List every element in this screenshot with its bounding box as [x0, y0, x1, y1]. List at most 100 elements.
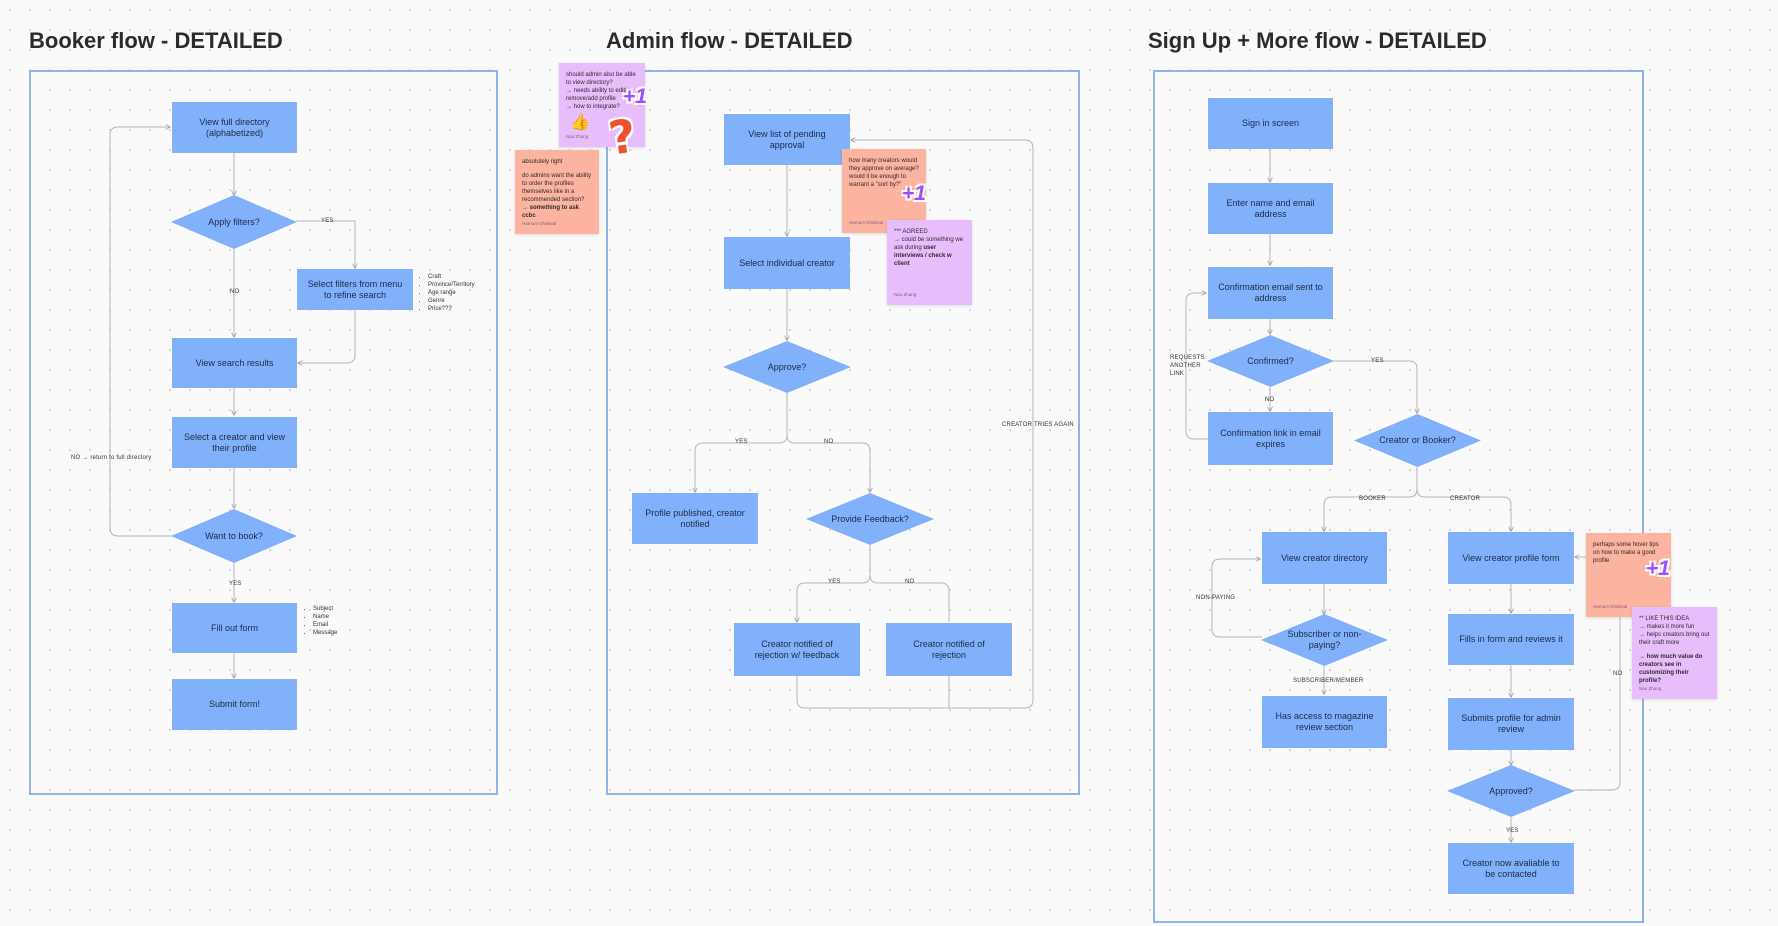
plus-one-sticker: +1	[1646, 557, 1670, 580]
plus-one-sticker: +1	[902, 182, 926, 205]
fills-form-node[interactable]: Fills in form and reviews it	[1448, 614, 1574, 665]
connector	[869, 574, 950, 622]
sticky-line: ** LIKE THIS IDEA	[1639, 616, 1690, 622]
sticky-note-hover-tips[interactable]: perhaps some hover tips on how to make a…	[1586, 533, 1671, 617]
sticky-author: Harnam Dhaliwal	[522, 221, 557, 226]
connector	[797, 545, 871, 622]
admin-flow-frame[interactable]	[606, 70, 1080, 795]
connector	[786, 434, 870, 492]
edge-label-no: NO	[230, 289, 240, 295]
select-creator-node[interactable]: Select a creator and view their profile	[172, 417, 297, 468]
sticky-author: Nao Zhang	[566, 134, 589, 139]
sticky-line: should admin also be able to view direct…	[566, 72, 636, 86]
signup-flow-frame[interactable]	[1153, 70, 1644, 923]
connector	[695, 393, 788, 492]
admin-flow-title: Admin flow - DETAILED	[606, 28, 853, 53]
list-item: Message	[313, 629, 337, 637]
sticky-author: Harnam Dhaliwal	[1593, 604, 1628, 609]
select-individual-creator-node[interactable]: Select individual creator	[724, 237, 850, 289]
confirmed-decision[interactable]: Confirmed?	[1207, 335, 1334, 387]
rejection-with-feedback-node[interactable]: Creator notified of rejection w/ feedbac…	[734, 623, 860, 676]
connector	[796, 140, 1034, 709]
apply-filters-decision[interactable]: Apply filters?	[171, 195, 297, 249]
approve-decision[interactable]: Approve?	[723, 341, 851, 393]
approve-label: Approve?	[767, 361, 807, 372]
booker-flow-title: Booker flow - DETAILED	[29, 28, 283, 53]
plus-one-sticker: +1	[623, 85, 647, 108]
provide-feedback-label: Provide Feedback?	[831, 513, 909, 524]
edge-label-yes: YES	[735, 439, 748, 445]
confirmation-sent-node[interactable]: Confirmation email sent to address	[1208, 267, 1333, 319]
edge-label-yes: YES	[229, 581, 242, 587]
sign-in-screen-node[interactable]: Sign in screen	[1208, 98, 1333, 149]
subscriber-decision[interactable]: Subscriber or non-paying?	[1261, 614, 1388, 666]
view-pending-approval-node[interactable]: View list of pending approval	[724, 114, 850, 165]
booker-flow-frame[interactable]	[29, 70, 498, 795]
edge-label-subscriber: SUBSCRIBER/MEMBER	[1293, 678, 1364, 684]
connector	[1185, 293, 1208, 440]
sticky-note-admin-reply[interactable]: absolutely right do admins want the abil…	[515, 150, 599, 234]
sticky-note-agreed[interactable]: *** AGREED → could be something we ask d…	[887, 220, 972, 305]
want-to-book-label: Want to book?	[205, 530, 263, 541]
submit-form-node[interactable]: Submit form!	[172, 679, 297, 730]
enter-name-email-node[interactable]: Enter name and email address	[1208, 183, 1333, 234]
view-creator-directory-node[interactable]: View creator directory	[1262, 532, 1387, 584]
select-filters-node[interactable]: Select filters from menu to refine searc…	[297, 269, 413, 310]
provide-feedback-decision[interactable]: Provide Feedback?	[806, 493, 934, 545]
confirmed-label: Confirmed?	[1247, 355, 1294, 366]
sticky-author: Nao Zhang	[1639, 686, 1662, 691]
sticky-author: Harnam Dhaliwal	[849, 220, 884, 225]
connector	[1416, 488, 1511, 531]
sticky-line: → makes it more fun	[1639, 624, 1695, 630]
sticky-line: do admins want the ability to order the …	[522, 173, 592, 203]
edge-label-no: NO	[905, 579, 915, 585]
sticky-line: absolutely right	[522, 159, 563, 165]
creator-or-booker-label: Creator or Booker?	[1379, 435, 1456, 445]
approved-label: Approved?	[1489, 785, 1533, 796]
edge-label-no-return: NO → return to full directory	[71, 455, 152, 461]
list-item: Name	[313, 613, 337, 621]
sticky-line: *** AGREED	[894, 229, 928, 235]
creator-available-node[interactable]: Creator now avaliable to be contacted	[1448, 843, 1574, 894]
edge-label-booker: BOOKER	[1359, 496, 1386, 502]
list-item: Age range	[428, 289, 475, 297]
list-item: Craft	[428, 273, 475, 281]
edge-label-non-paying: NON-PAYING	[1196, 595, 1236, 601]
fill-out-form-node[interactable]: Fill out form	[172, 603, 297, 653]
sticky-line: → how to integrate?	[566, 104, 620, 110]
approved-decision[interactable]: Approved?	[1447, 765, 1575, 817]
submits-profile-node[interactable]: Submits profile for admin review	[1448, 698, 1574, 750]
sticky-line: how many creators would they approve on …	[849, 158, 919, 188]
edge-label-tries-again: CREATOR TRIES AGAIN	[1002, 422, 1074, 428]
view-profile-form-node[interactable]: View creator profile form	[1448, 532, 1574, 584]
connector	[1324, 467, 1418, 531]
edge-label-yes: YES	[1506, 828, 1519, 834]
list-item: Genre	[428, 297, 475, 305]
sticky-note-like-idea[interactable]: ** LIKE THIS IDEA → makes it more fun → …	[1632, 607, 1717, 699]
link-expires-node[interactable]: Confirmation link in email expires	[1208, 412, 1333, 465]
sticky-line-bold: user interviews / check w client	[894, 245, 952, 267]
sticky-line: → helps creators bring out their craft m…	[1639, 632, 1710, 646]
sticky-line: → something to ask ccbc	[522, 205, 580, 219]
profile-published-node[interactable]: Profile published, creator notified	[632, 493, 758, 544]
sticky-note-admin-directory[interactable]: should admin also be able to view direct…	[559, 63, 645, 147]
connector	[296, 220, 355, 268]
view-search-results-node[interactable]: View search results	[172, 338, 297, 388]
edge-label-yes: YES	[1371, 358, 1384, 364]
sticky-note-creator-count[interactable]: how many creators would they approve on …	[842, 149, 926, 233]
list-item: Price???	[428, 305, 475, 313]
want-to-book-decision[interactable]: Want to book?	[171, 509, 297, 563]
edge-label-no: NO	[1265, 397, 1275, 403]
sticky-line-wrap: → could be something we ask during user …	[894, 236, 965, 268]
sticky-line: perhaps some hover tips on how to make a…	[1593, 542, 1659, 564]
edge-label-yes: YES	[321, 218, 334, 224]
form-fields-list: Subject Name Email Message	[305, 605, 337, 637]
view-full-directory-node[interactable]: View full directory (alphabetized)	[172, 102, 297, 153]
sticky-author: Nao Zhang	[894, 292, 917, 297]
connector	[109, 127, 172, 537]
magazine-access-node[interactable]: Has access to magazine review section	[1262, 696, 1387, 748]
creator-or-booker-decision[interactable]: Creator or Booker?	[1354, 414, 1481, 467]
rejection-node[interactable]: Creator notified of rejection	[886, 623, 1012, 676]
edge-label-no: NO	[1613, 671, 1623, 677]
